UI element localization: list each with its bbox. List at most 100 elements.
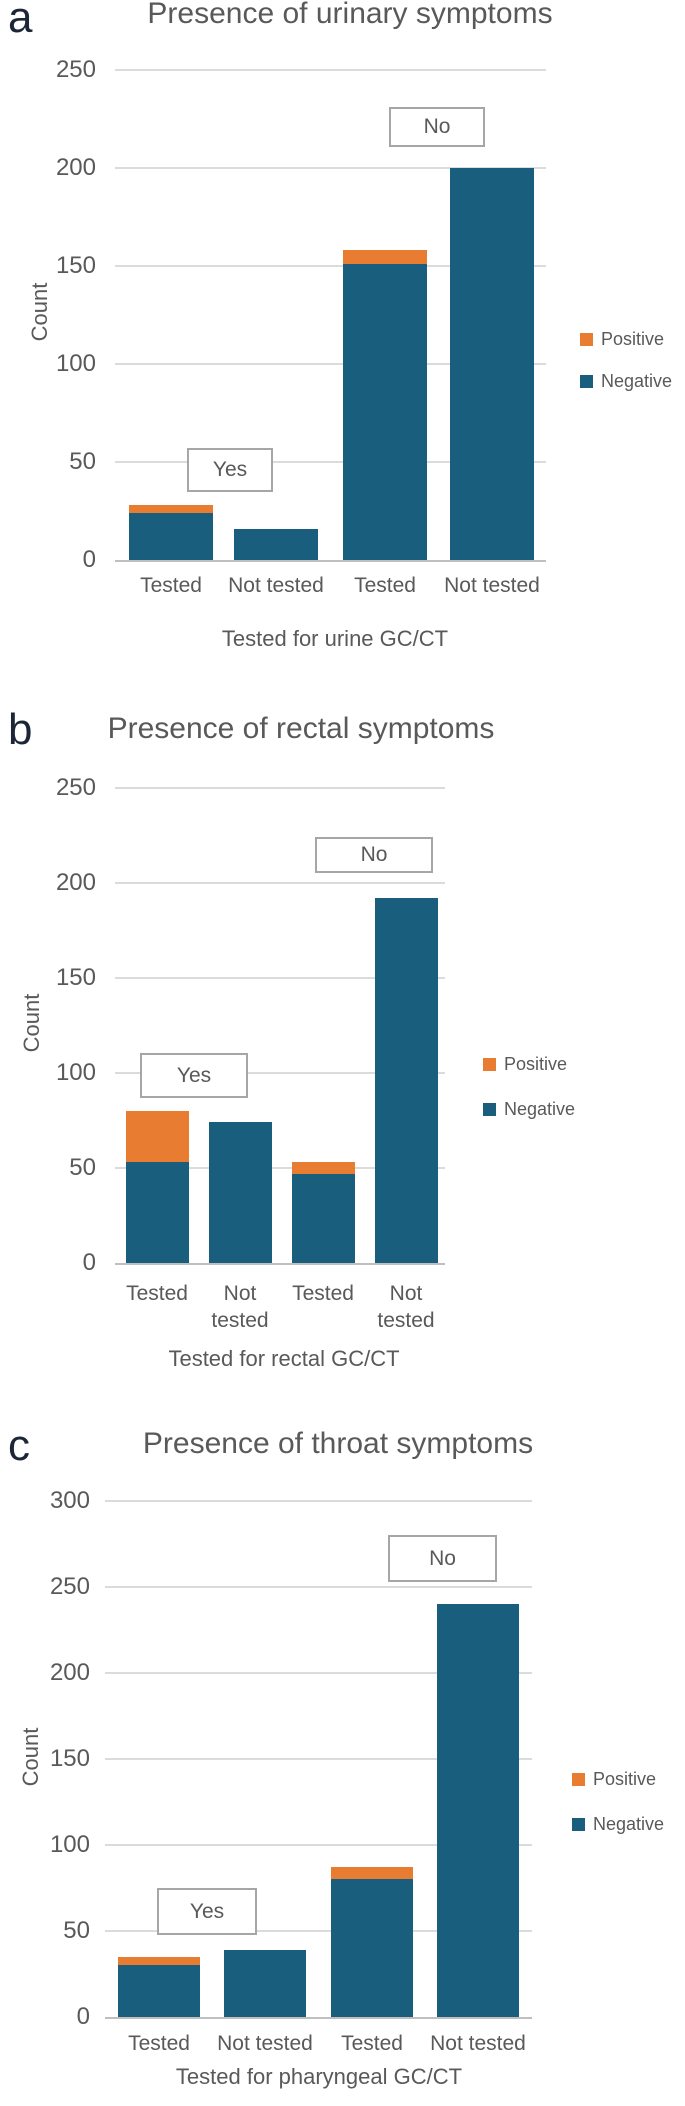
gridline — [115, 69, 546, 71]
x-category-label: Tested — [292, 1282, 354, 1305]
x-axis-title: Tested for rectal GC/CT — [168, 1346, 400, 1371]
x-axis-title: Tested for pharyngeal GC/CT — [175, 2064, 463, 2089]
y-tick-label: 200 — [55, 869, 96, 896]
panel-letter: a — [8, 0, 33, 42]
bar-segment-positive — [291, 1162, 355, 1174]
bar-segment-positive — [129, 505, 213, 513]
group-annotation-yes: Yes — [140, 1053, 248, 1098]
y-tick-label: 300 — [49, 1487, 90, 1514]
bar-segment-negative — [331, 1879, 413, 2017]
gridline — [105, 1586, 532, 1588]
legend-item-negative: Negative — [483, 1100, 575, 1118]
group-annotation-no: No — [389, 107, 485, 147]
gridline — [115, 787, 445, 789]
gridline — [105, 1930, 532, 1932]
y-axis-title: Count — [19, 993, 44, 1053]
y-tick-label: 0 — [76, 2003, 90, 2030]
bar-segment-negative — [118, 1965, 200, 2017]
y-tick-label: 50 — [69, 1154, 96, 1181]
bar-segment-negative — [343, 264, 427, 560]
gridline — [105, 1844, 532, 1846]
x-category-label: Not tested — [377, 1282, 435, 1332]
gridline — [115, 1072, 445, 1074]
bar-segment-positive — [331, 1867, 413, 1880]
y-tick-label: 50 — [69, 448, 96, 475]
bar-segment-negative — [450, 168, 534, 560]
legend-label: Positive — [593, 1769, 657, 1789]
x-axis-line — [115, 1263, 445, 1265]
bar-segment-negative — [291, 1173, 355, 1263]
y-tick-label: 200 — [55, 154, 96, 181]
gridline — [115, 461, 546, 463]
y-tick-label: 250 — [49, 1573, 90, 1600]
legend-swatch-positive-icon — [483, 1057, 496, 1071]
y-axis-title: Count — [18, 1727, 43, 1787]
x-category-label: Tested — [140, 574, 202, 597]
bar-segment-positive — [343, 250, 427, 265]
y-tick-label: 0 — [82, 546, 96, 573]
gridline — [115, 977, 445, 979]
legend-item-positive: Positive — [483, 1055, 567, 1073]
bar-segment-negative — [234, 528, 318, 560]
y-tick-label: 200 — [49, 1659, 90, 1686]
y-tick-label: 100 — [55, 1059, 96, 1086]
bar-segment-negative — [208, 1122, 272, 1263]
legend-swatch-negative-icon — [483, 1102, 496, 1116]
x-axis-title: Tested for urine GC/CT — [221, 626, 449, 651]
gridline — [105, 1500, 532, 1502]
chart-title: Presence of urinary symptoms — [147, 0, 553, 30]
x-category-label: Tested — [126, 1282, 188, 1305]
bar-segment-positive — [125, 1111, 189, 1163]
x-category-label: Tested — [128, 2032, 190, 2055]
gridline — [105, 1672, 532, 1674]
x-category-label: Not tested — [217, 2032, 313, 2055]
bar-segment-negative — [374, 898, 438, 1263]
y-axis-title: Count — [27, 282, 52, 342]
legend-item-positive: Positive — [572, 1770, 656, 1788]
x-category-label: Not tested — [430, 2032, 526, 2055]
legend-swatch-negative-icon — [580, 374, 593, 388]
x-axis-line — [105, 2017, 532, 2019]
panel-letter: c — [8, 1421, 30, 1470]
gridline — [115, 167, 546, 169]
group-annotation-no: No — [315, 837, 433, 873]
y-tick-label: 150 — [55, 252, 96, 279]
panel-letter: b — [8, 705, 33, 754]
group-annotation-no: No — [388, 1535, 497, 1582]
gridline — [115, 1167, 445, 1169]
bar-segment-positive — [118, 1956, 200, 1966]
legend-item-negative: Negative — [580, 372, 672, 390]
gridline — [115, 882, 445, 884]
x-category-label: Tested — [341, 2032, 403, 2055]
group-annotation-yes: Yes — [187, 448, 273, 492]
y-tick-label: 150 — [55, 964, 96, 991]
legend-label: Negative — [593, 1814, 665, 1834]
legend-item-negative: Negative — [572, 1815, 664, 1833]
group-annotation-yes: Yes — [157, 1888, 257, 1935]
legend-item-positive: Positive — [580, 330, 664, 348]
legend-label: Positive — [601, 329, 665, 349]
legend-label: Positive — [504, 1054, 568, 1074]
x-category-label: Not tested — [211, 1282, 269, 1332]
legend-swatch-positive-icon — [572, 1772, 585, 1786]
x-category-label: Not tested — [444, 574, 540, 597]
gridline — [115, 363, 546, 365]
legend-label: Negative — [504, 1099, 576, 1119]
legend-swatch-positive-icon — [580, 332, 593, 346]
x-category-label: Tested — [354, 574, 416, 597]
y-tick-label: 250 — [55, 774, 96, 801]
bar-segment-negative — [129, 512, 213, 560]
y-tick-label: 100 — [55, 350, 96, 377]
x-axis-line — [115, 560, 546, 562]
y-tick-label: 50 — [63, 1917, 90, 1944]
chart-title: Presence of throat symptoms — [142, 1427, 534, 1460]
legend-swatch-negative-icon — [572, 1817, 585, 1831]
gridline — [105, 1758, 532, 1760]
bar-segment-negative — [125, 1162, 189, 1263]
x-category-label: Not tested — [228, 574, 324, 597]
y-tick-label: 0 — [82, 1249, 96, 1276]
gridline — [115, 265, 546, 267]
chart-title: Presence of rectal symptoms — [107, 712, 495, 745]
bar-segment-negative — [437, 1604, 519, 2017]
